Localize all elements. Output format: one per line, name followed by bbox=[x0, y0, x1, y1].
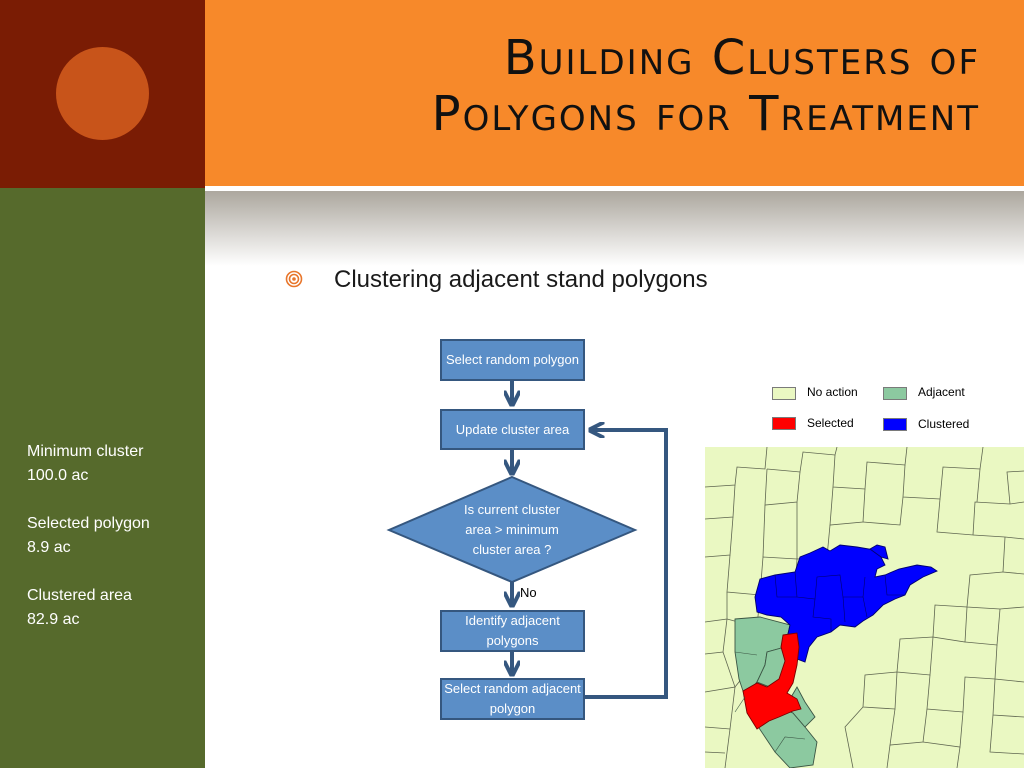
decorative-circle bbox=[56, 47, 149, 140]
title-line-1: Building Clusters of bbox=[503, 30, 980, 86]
stat-value: 8.9 ac bbox=[27, 539, 71, 556]
title-line-2: Polygons for Treatment bbox=[431, 86, 980, 142]
legend-label-selected: Selected bbox=[807, 416, 854, 430]
sidebar: Minimum cluster 100.0 ac Selected polygo… bbox=[0, 188, 205, 768]
decision-label: Is current cluster area > minimum cluste… bbox=[440, 500, 584, 560]
stat-selected-polygon: Selected polygon 8.9 ac bbox=[27, 512, 150, 560]
stat-label: Selected polygon bbox=[27, 515, 150, 532]
no-branch-label: No bbox=[520, 585, 537, 600]
slide-title: Building Clusters of Polygons for Treatm… bbox=[432, 30, 980, 142]
bullet-text: Clustering adjacent stand polygons bbox=[334, 266, 708, 293]
adjacent-internal-boundaries bbox=[734, 651, 806, 753]
flow-step-identify-adjacent: Identify adjacent polygons bbox=[440, 610, 585, 652]
flow-step-label: Update cluster area bbox=[455, 421, 570, 437]
stat-value: 100.0 ac bbox=[27, 467, 89, 484]
flow-step-label: Select random polygon bbox=[446, 352, 579, 367]
stat-minimum-cluster: Minimum cluster 100.0 ac bbox=[27, 440, 143, 488]
legend-swatch-adjacent bbox=[883, 387, 907, 400]
decision-line-1: Is current cluster bbox=[463, 502, 561, 517]
legend-label-adjacent: Adjacent bbox=[918, 385, 965, 399]
flow-step-label: Identify adjacent polygons bbox=[465, 613, 560, 648]
clustered-internal-boundaries bbox=[774, 571, 905, 632]
decision-line-2: area > minimum bbox=[465, 522, 559, 537]
legend-swatch-clustered bbox=[883, 418, 907, 431]
flow-step-label: Select random adjacent polygon bbox=[444, 681, 581, 716]
corner-block bbox=[0, 0, 205, 188]
flow-step-select-adjacent: Select random adjacent polygon bbox=[440, 678, 585, 720]
legend-label-no-action: No action bbox=[807, 385, 858, 399]
loop-arrow bbox=[584, 430, 668, 699]
stand-polygon-map bbox=[705, 447, 1024, 768]
flow-step-select-random: Select random polygon bbox=[440, 339, 585, 381]
stat-label: Minimum cluster bbox=[27, 443, 144, 460]
header-separator bbox=[205, 186, 1024, 191]
legend-swatch-no-action bbox=[772, 387, 796, 400]
decision-line-3: cluster area ? bbox=[472, 542, 552, 557]
legend-swatch-selected bbox=[772, 417, 796, 430]
stat-label: Clustered area bbox=[27, 587, 132, 604]
gradient-band bbox=[205, 191, 1024, 266]
selected-region bbox=[742, 632, 802, 730]
circle-bullet-icon bbox=[285, 270, 303, 288]
stat-clustered-area: Clustered area 82.9 ac bbox=[27, 584, 132, 632]
stat-value: 82.9 ac bbox=[27, 611, 80, 628]
flow-step-update-cluster: Update cluster area bbox=[440, 409, 585, 450]
title-banner: Building Clusters of Polygons for Treatm… bbox=[205, 0, 1024, 188]
legend-label-clustered: Clustered bbox=[918, 417, 970, 431]
decision-diamond bbox=[386, 475, 638, 584]
